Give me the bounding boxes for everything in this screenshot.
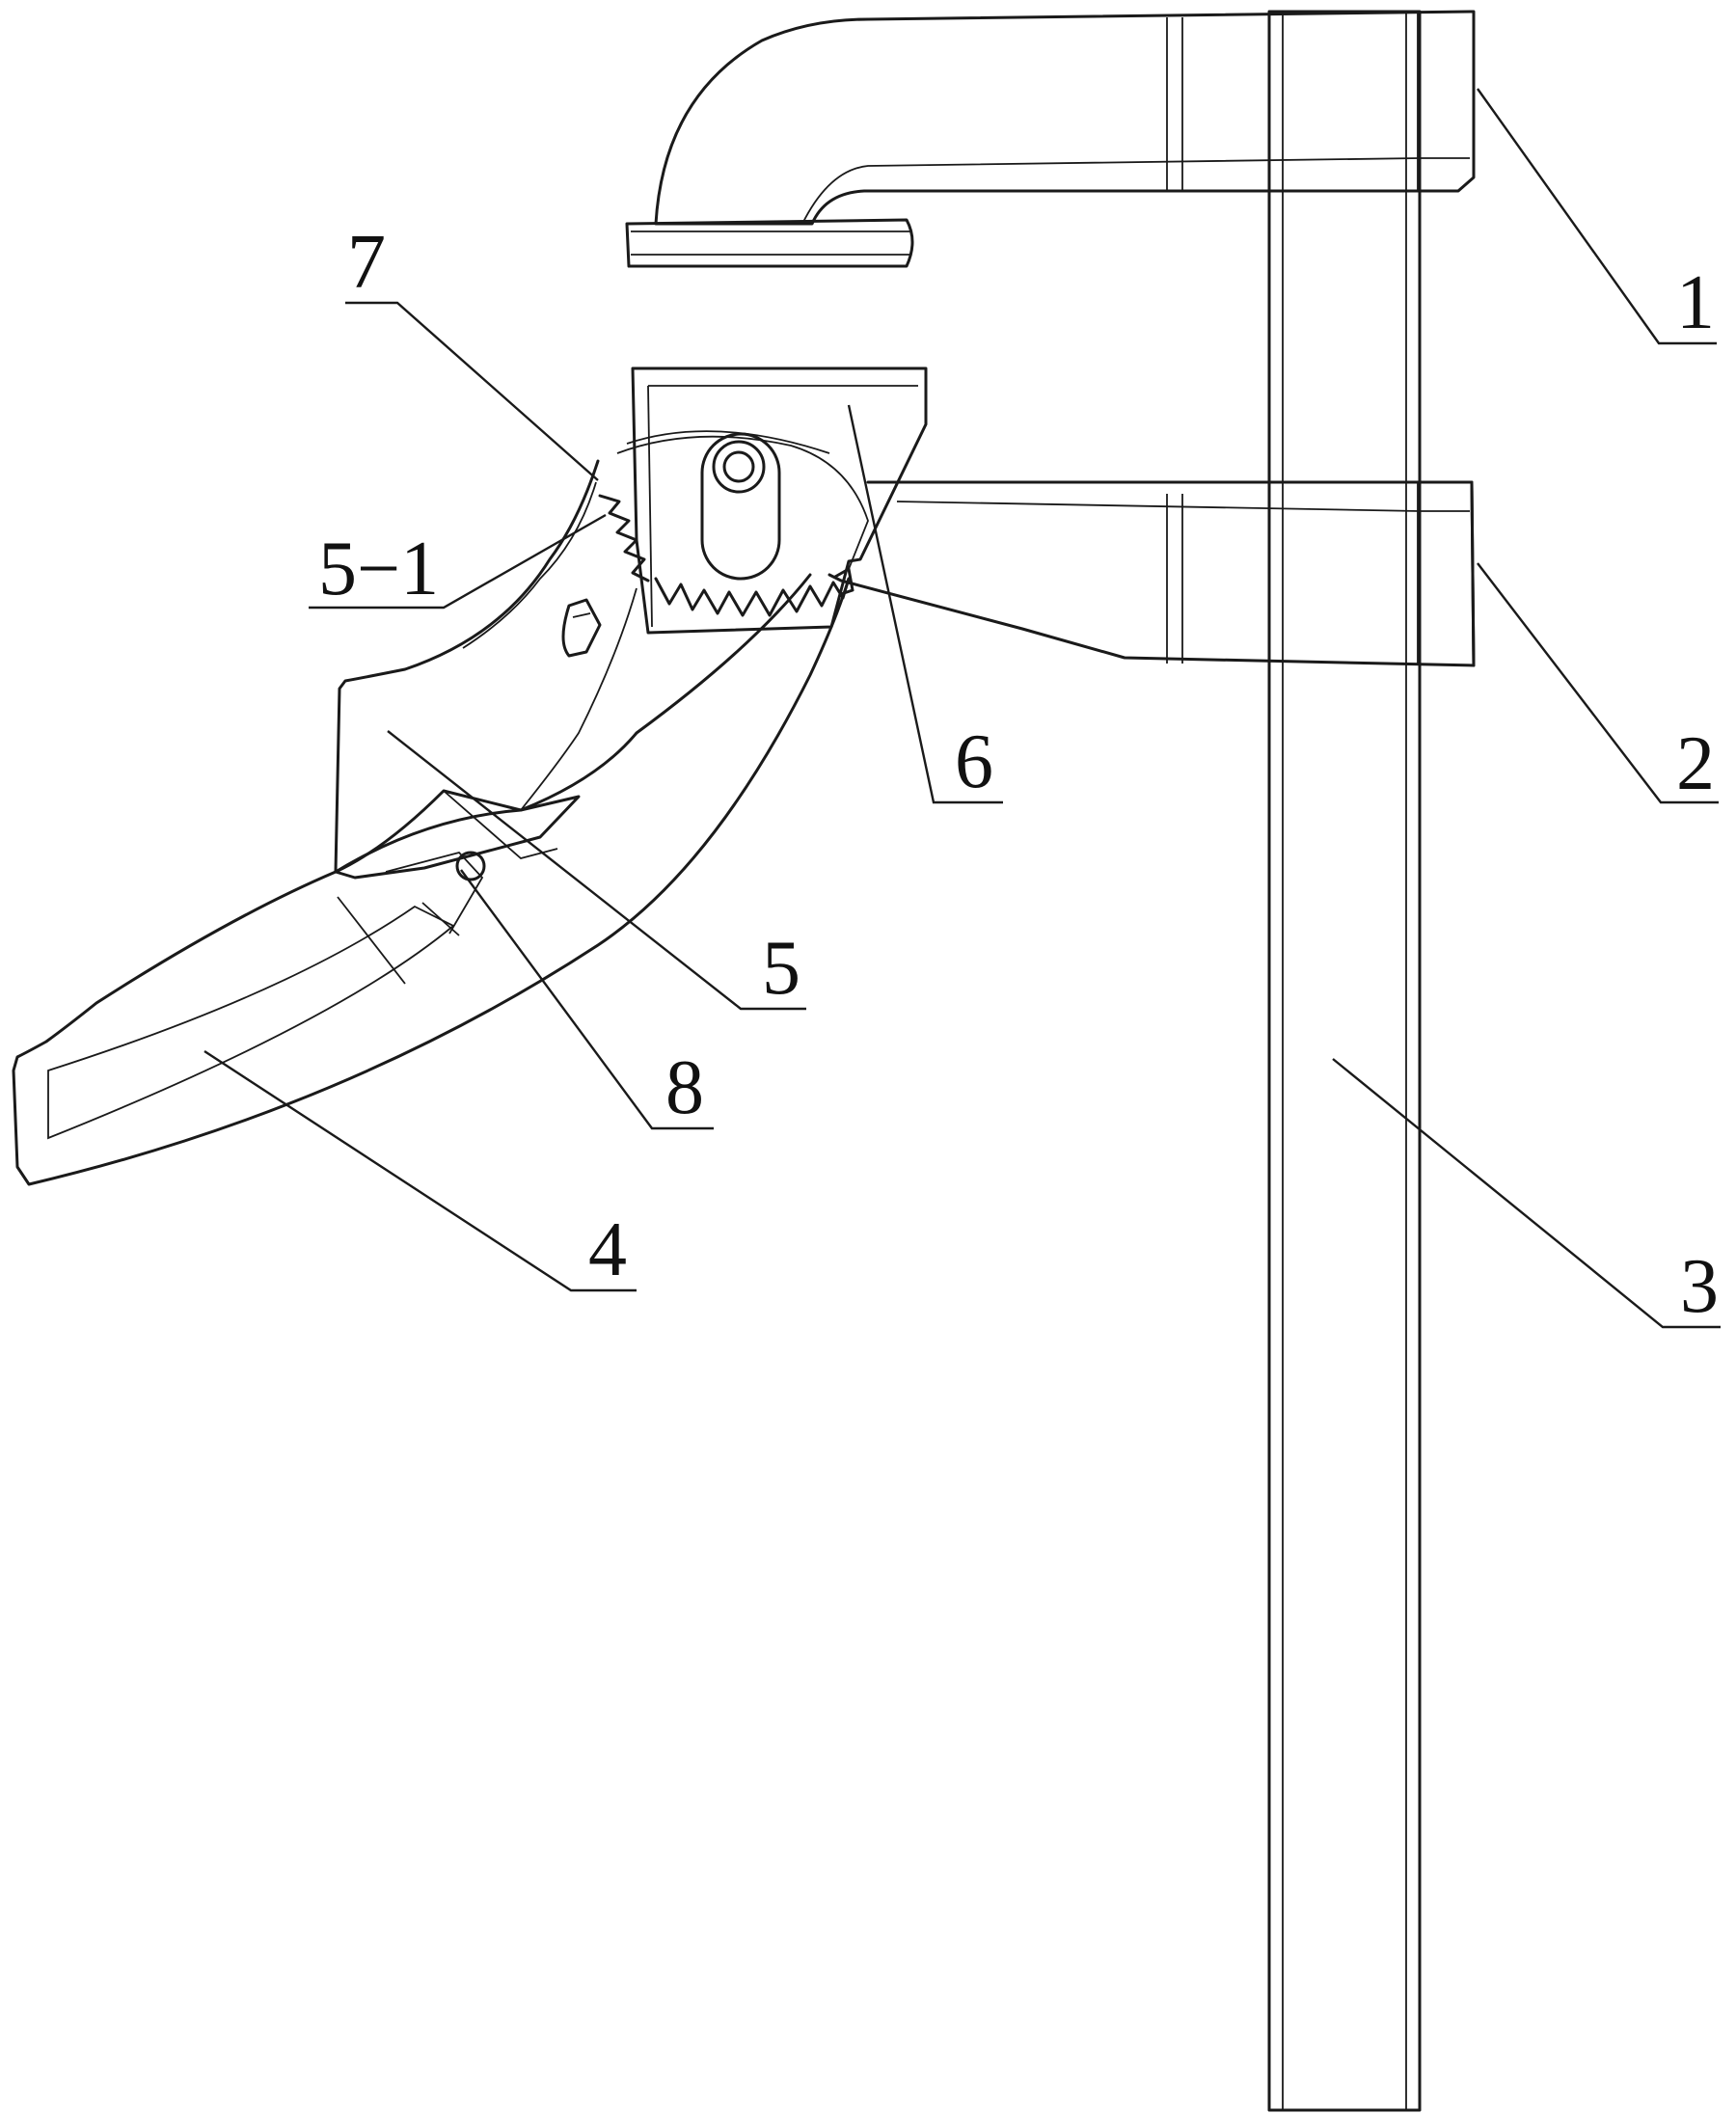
fixed-jaw xyxy=(627,12,1474,266)
label-part-1: 1 xyxy=(1676,260,1715,345)
sliding-arm xyxy=(829,482,1474,665)
label-part-5: 5 xyxy=(762,926,800,1011)
leader-lines xyxy=(204,89,1721,1327)
label-part-2: 2 xyxy=(1676,721,1715,806)
label-part-6: 6 xyxy=(955,719,993,804)
label-part-4: 4 xyxy=(588,1207,627,1292)
label-part-8: 8 xyxy=(665,1045,704,1130)
label-part-5-1: 5−1 xyxy=(318,527,439,611)
label-part-3: 3 xyxy=(1680,1244,1719,1329)
bar-rail xyxy=(1269,12,1420,2110)
part-labels: 1 2 3 4 5 5−1 6 7 8 xyxy=(318,220,1719,1329)
ratchet-teeth xyxy=(600,496,853,615)
label-part-7: 7 xyxy=(347,220,386,305)
handle xyxy=(14,579,849,1184)
spring-pivot xyxy=(336,791,579,935)
lever-body xyxy=(336,461,810,872)
